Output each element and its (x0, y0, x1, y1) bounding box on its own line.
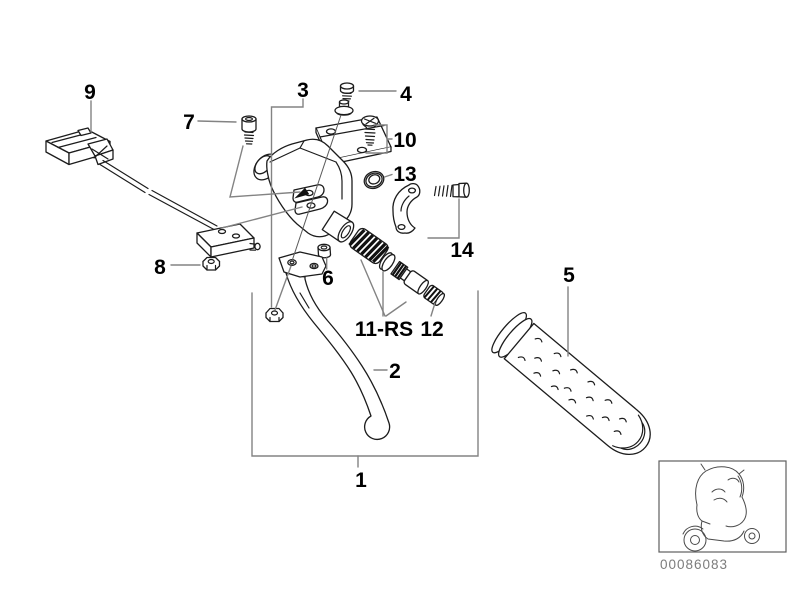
connector-plug-drawing (45, 127, 114, 166)
spring-drawing (348, 227, 390, 265)
thumbnail-panel: 00086083 (658, 460, 787, 572)
callout-10: 10 (393, 129, 416, 152)
grip-drawing (491, 312, 651, 456)
seal-12-drawing (423, 284, 446, 307)
screw-4-drawing (339, 82, 355, 102)
clamp-14-drawing (392, 182, 421, 234)
screw-10-drawing (360, 115, 380, 146)
leader-lines (90, 90, 569, 371)
mounting-arrow-icon (294, 187, 310, 199)
seal-13-drawing (363, 170, 385, 190)
switch-block-drawing (196, 223, 261, 258)
scooter-icon (682, 463, 760, 552)
callout-2: 2 (389, 360, 401, 383)
screw-7-drawing (241, 115, 257, 145)
callout-12: 12 (420, 318, 443, 341)
image-number: 00086083 (660, 557, 728, 572)
master-cylinder-body-drawing (253, 138, 355, 243)
callout-5: 5 (563, 264, 575, 287)
callout-6: 6 (322, 267, 334, 290)
callout-1: 1 (355, 469, 367, 492)
group-bracket-1 (251, 290, 479, 468)
grip-texture (517, 337, 627, 435)
callout-3: 3 (297, 79, 309, 102)
bushing-6-drawing (317, 243, 332, 259)
cover-plate-drawing (315, 116, 392, 166)
pivot-screw-head-drawing (334, 99, 354, 116)
brake-lever-drawing (278, 251, 391, 441)
callout-4: 4 (400, 83, 412, 106)
callout-11rs: 11-RS (355, 318, 413, 341)
callout-8: 8 (154, 256, 166, 279)
thumbnail-box (658, 460, 787, 553)
pivot-nut-drawing (265, 307, 284, 323)
piston-drawing (390, 260, 429, 295)
callout-9: 9 (84, 81, 96, 104)
callout-labels: 9 7 3 4 10 13 14 8 6 11-RS 12 2 1 5 (84, 79, 575, 492)
bolt-14-drawing (433, 182, 470, 198)
washer-drawing (378, 252, 396, 272)
callout-13: 13 (393, 163, 416, 186)
callout-14: 14 (450, 239, 474, 262)
callout-7: 7 (183, 111, 195, 134)
nut-8-drawing (202, 256, 221, 271)
cable-drawing (99, 159, 218, 231)
